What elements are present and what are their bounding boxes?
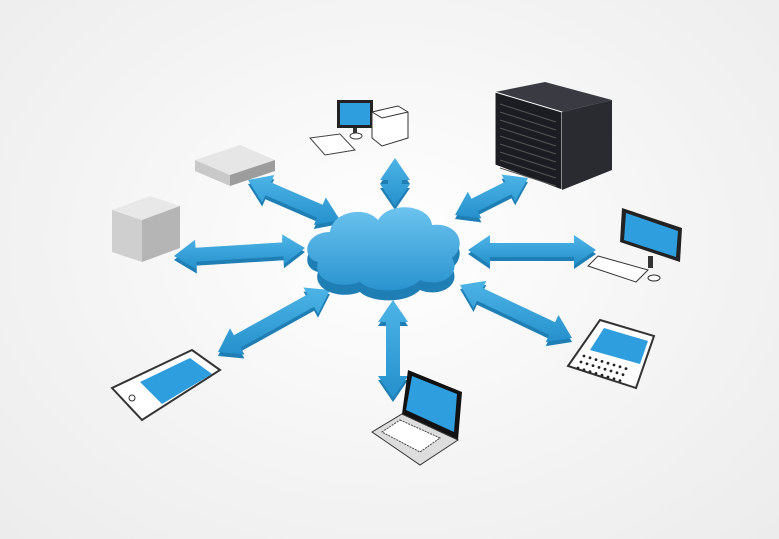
keypad-key <box>600 373 604 377</box>
keypad-key <box>606 375 610 379</box>
laptop-icon <box>371 370 462 466</box>
keypad-key <box>606 361 610 365</box>
rack-slot <box>499 151 557 171</box>
keypad-key <box>588 370 592 373</box>
keypad-key <box>594 372 598 375</box>
keypad-key <box>615 371 619 375</box>
keypad-key <box>582 368 586 372</box>
cloud-icon <box>307 207 460 301</box>
rack-slot <box>499 127 557 147</box>
bidirectional-arrow-icon <box>455 174 528 219</box>
rack-slot <box>499 135 557 155</box>
smartphone-icon <box>110 348 222 422</box>
bidirectional-arrow-icon <box>174 234 305 270</box>
keypad-key <box>624 367 628 370</box>
keypad-key <box>612 363 616 367</box>
keypad-key <box>621 373 625 376</box>
rack-slot <box>499 103 557 123</box>
keypad-key <box>600 360 604 363</box>
keypad-key <box>582 354 586 358</box>
keypad-key <box>603 367 607 371</box>
rack-slot <box>499 119 557 139</box>
network-appliance-icon <box>195 145 275 186</box>
rack-slot <box>499 143 557 163</box>
keypad-key <box>579 360 583 364</box>
keypad-key <box>591 364 595 367</box>
keypad-key <box>594 358 598 361</box>
monitor-keyboard-icon <box>587 208 682 283</box>
bidirectional-arrow-icon <box>460 280 572 343</box>
keypad-key <box>576 366 580 370</box>
keypad-key <box>618 365 622 369</box>
bidirectional-arrow-icon <box>380 158 410 206</box>
server-rack-icon <box>494 82 612 191</box>
bidirectional-arrow-icon <box>468 235 596 265</box>
keypad-key <box>609 369 613 373</box>
desktop-computer-icon <box>309 100 409 156</box>
rack-slot <box>499 111 557 131</box>
smartphone-icon <box>566 318 656 390</box>
tower-server-icon <box>112 196 180 262</box>
connection-arrows <box>174 158 596 402</box>
bidirectional-arrow-icon <box>378 300 408 398</box>
bidirectional-arrow-icon <box>248 175 340 225</box>
bidirectional-arrow-icon <box>218 287 330 355</box>
keypad-key <box>588 356 592 360</box>
keypad-key <box>612 377 616 381</box>
keypad-key <box>597 366 601 369</box>
keypad-key <box>618 379 622 382</box>
rack-slot <box>499 159 557 179</box>
rack-slot <box>499 167 557 187</box>
keypad-key <box>585 362 589 366</box>
